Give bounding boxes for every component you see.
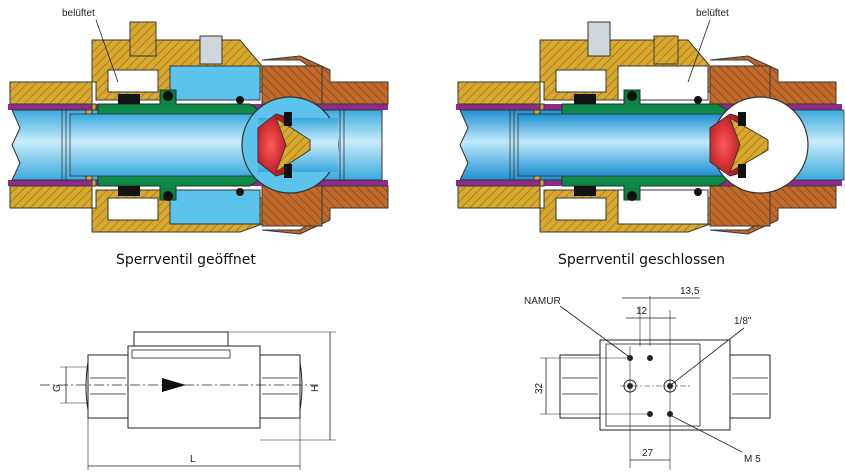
vent-cavity-left-top — [107, 69, 159, 93]
oring-left-4 — [236, 188, 244, 196]
section-closed: belüftet Sperrventil geschlossen — [456, 8, 845, 268]
oring-left-3 — [236, 96, 244, 104]
section-open: belüftet Sperrventil geöffnet — [8, 8, 389, 268]
vent-port-left-b — [199, 35, 223, 65]
dim-27-label: 27 — [642, 448, 654, 459]
dim-32-label: 32 — [534, 382, 545, 394]
vent-cavity-left-bottom — [107, 197, 159, 221]
caption-open: Sperrventil geöffnet — [116, 252, 256, 268]
water-chamber-left-top — [169, 65, 261, 101]
dim-135-label: 13,5 — [680, 286, 700, 297]
vent-port-right-a — [587, 21, 611, 57]
oring-left-2 — [163, 191, 173, 201]
bore-right — [517, 113, 729, 177]
vent-port-right-b — [653, 35, 679, 65]
seal-left-2 — [118, 186, 140, 196]
vent-cavity-right-top — [555, 69, 607, 93]
dimension-view-left — [40, 331, 336, 470]
dim-h-label: H — [310, 385, 321, 392]
namur-label: NAMUR — [524, 296, 561, 307]
vent-label-right: belüftet — [696, 8, 729, 19]
water-chamber-left-bottom — [169, 189, 261, 225]
vent-port-left-a — [129, 21, 157, 57]
bore-left — [69, 113, 261, 177]
seal-left-1 — [118, 94, 140, 104]
dim-g-label: G — [52, 384, 63, 392]
dim-l-label: L — [190, 454, 196, 465]
dim-12-label: 12 — [636, 306, 648, 317]
oring-left-1 — [163, 91, 173, 101]
caption-closed: Sperrventil geschlossen — [558, 252, 725, 268]
vent-label-left: belüftet — [62, 8, 95, 19]
thread-port-label: 1/8" — [734, 316, 752, 327]
vent-cavity-right-bottom — [555, 197, 607, 221]
dimension-view-right — [540, 296, 771, 470]
thread-m5-label: M 5 — [744, 454, 761, 465]
plug-brass-left — [275, 116, 311, 174]
